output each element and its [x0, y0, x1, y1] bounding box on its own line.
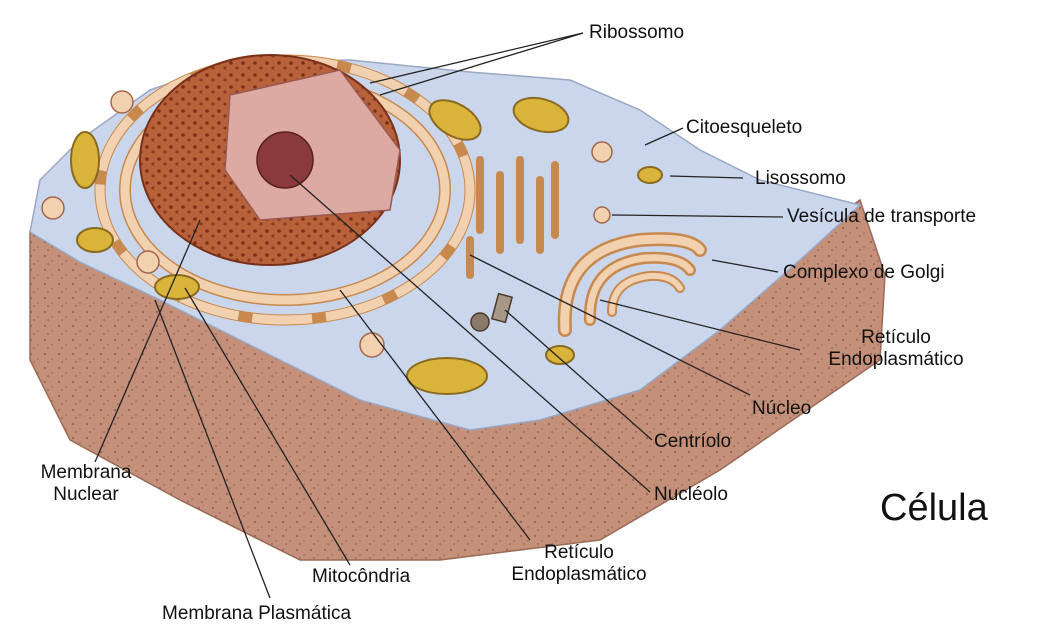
label-centriolo: Centríolo	[654, 431, 731, 453]
nucleolus-shape	[257, 132, 313, 188]
label-nucleolo: Nucléolo	[654, 484, 728, 506]
label-lisossomo: Lisossomo	[755, 168, 846, 190]
label-citoesqueleto: Citoesqueleto	[686, 117, 802, 139]
label-membrana-plasmatica: Membrana Plasmática	[162, 603, 351, 625]
nucleus-shape	[140, 55, 400, 265]
label-vesicula-transporte: Vesícula de transporte	[787, 206, 976, 228]
label-mitocondria: Mitocôndria	[312, 566, 410, 588]
label-reticulo-right-line1: Retículo	[806, 327, 986, 349]
label-nucleo: Núcleo	[752, 398, 811, 420]
label-complexo-golgi: Complexo de Golgi	[783, 262, 945, 284]
label-membrana-nuclear-line2: Nuclear	[26, 484, 146, 506]
label-ribossomo: Ribossomo	[589, 22, 684, 44]
label-reticulo-bottom-line1: Retículo	[484, 542, 674, 564]
label-reticulo-right-line2: Endoplasmático	[806, 349, 986, 371]
label-reticulo-right: Retículo Endoplasmático	[806, 327, 986, 371]
label-membrana-nuclear-line1: Membrana	[26, 462, 146, 484]
label-reticulo-bottom-line2: Endoplasmático	[484, 564, 674, 586]
label-membrana-nuclear: Membrana Nuclear	[26, 462, 146, 506]
diagram-title: Célula	[880, 487, 988, 530]
label-reticulo-bottom: Retículo Endoplasmático	[484, 542, 674, 586]
